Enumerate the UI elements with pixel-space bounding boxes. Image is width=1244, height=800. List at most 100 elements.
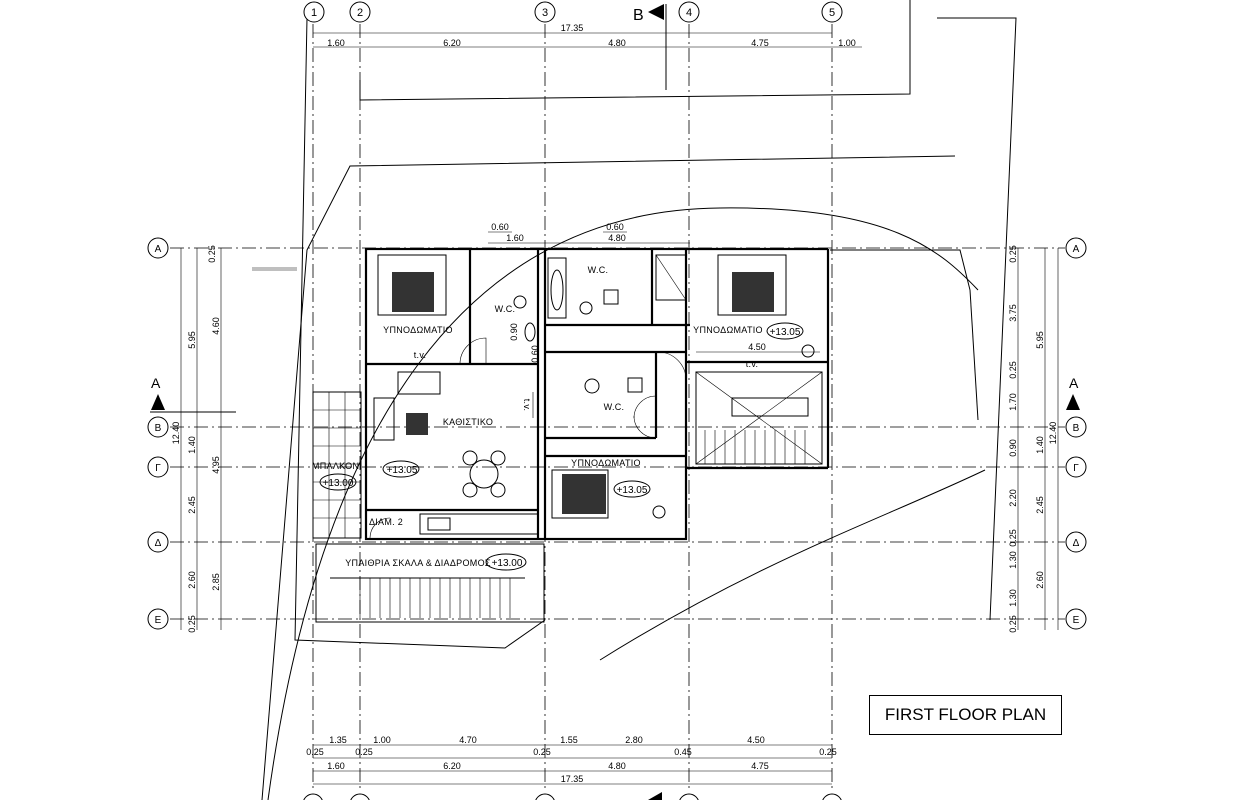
room-stair: ΥΠΑΙΘΡΙΑ ΣΚΑΛΑ & ΔΙΑΔΡΟΜΟΣ bbox=[345, 558, 491, 568]
building-walls bbox=[312, 247, 830, 623]
dim-bot-r3-4: 4.75 bbox=[751, 761, 769, 771]
room-wc-top: W.C. bbox=[588, 265, 609, 275]
dim-int-1: 0.60 bbox=[491, 222, 509, 232]
section-b-label: B bbox=[633, 7, 644, 24]
section-a-right-label: A bbox=[1069, 375, 1079, 391]
room-diam: ΔΙΑΜ. 2 bbox=[369, 517, 403, 527]
top-dimensions: 17.35 1.60 6.20 4.80 4.75 1.00 bbox=[313, 23, 862, 48]
dim-top-4: 4.75 bbox=[751, 38, 769, 48]
dim-bot-overall: 17.35 bbox=[561, 774, 584, 784]
grid-row-d-left: Δ bbox=[155, 538, 162, 549]
dim-top-2: 6.20 bbox=[443, 38, 461, 48]
section-a-left-label: A bbox=[151, 375, 161, 391]
section-marker-a-left: A bbox=[150, 375, 236, 413]
tv-label-right: t.v. bbox=[746, 359, 759, 369]
dim-left-0: 0.25 bbox=[207, 245, 217, 263]
level-living: +13.05 bbox=[387, 465, 418, 476]
room-wc-left: W.C. bbox=[495, 304, 516, 314]
dim-right-in-8: 1.30 bbox=[1008, 589, 1018, 607]
room-wc-mid: W.C. bbox=[604, 402, 625, 412]
level-markers: +13.05 +13.05 +13.00 +13.05 +13.00 bbox=[319, 322, 804, 571]
interior-dimensions: 0.60 1.60 0.60 4.80 0.90 0.60 4.50 bbox=[488, 222, 820, 363]
dim-int-6: 0.60 bbox=[530, 345, 540, 363]
dim-bot-r1-2: 1.00 bbox=[373, 735, 391, 745]
dim-bot-r1-5: 2.80 bbox=[625, 735, 643, 745]
dim-left-3: 1.40 bbox=[187, 436, 197, 454]
level-bedroom-mid: +13.05 bbox=[617, 485, 648, 496]
grid-col-3: 3 bbox=[542, 7, 548, 19]
room-bedroom-mid: ΥΠΝΟΔΩΜΑΤΙΟ bbox=[571, 458, 641, 468]
dim-right-in-9: 0.25 bbox=[1008, 615, 1018, 633]
room-bedroom-left: ΥΠΝΟΔΩΜΑΤΙΟ bbox=[383, 325, 453, 335]
dim-right-out-2: 2.45 bbox=[1035, 496, 1045, 514]
dim-left-2: 5.95 bbox=[187, 331, 197, 349]
dim-left-6: 2.60 bbox=[187, 571, 197, 589]
grid-col-5: 5 bbox=[829, 7, 835, 19]
grid-bubbles-bottom bbox=[303, 792, 842, 800]
dim-int-4: 4.80 bbox=[608, 233, 626, 243]
dim-top-1: 1.60 bbox=[327, 38, 345, 48]
grid-col-1: 1 bbox=[311, 7, 317, 19]
dim-left-4: 4.95 bbox=[211, 456, 221, 474]
level-stair: +13.00 bbox=[492, 558, 523, 569]
grid-row-g-left: Γ bbox=[155, 463, 161, 474]
dim-int-5: 0.90 bbox=[509, 323, 519, 341]
room-living: ΚΑΘΙΣΤΙΚΟ bbox=[443, 417, 493, 427]
tv-label-living: t.v. bbox=[522, 399, 532, 412]
grid-bubbles-left: A B Γ Δ E bbox=[147, 237, 169, 630]
grid-bubbles-right: A B Γ Δ E bbox=[1065, 237, 1087, 630]
bottom-dimensions: 1.35 1.00 4.70 1.55 2.80 4.50 0.25 0.25 … bbox=[306, 735, 837, 785]
grid-col-2: 2 bbox=[357, 7, 363, 19]
grid-col-4: 4 bbox=[686, 7, 692, 19]
level-bedroom-right: +13.05 bbox=[770, 327, 801, 338]
dim-bot-r3-2: 6.20 bbox=[443, 761, 461, 771]
dim-left-9: 12.40 bbox=[171, 422, 181, 445]
dim-left-8: 0.25 bbox=[187, 615, 197, 633]
room-labels: ΥΠΝΟΔΩΜΑΤΙΟ W.C. W.C. ΥΠΝΟΔΩΜΑΤΙΟ W.C. Κ… bbox=[312, 265, 763, 568]
grid-row-b-left: B bbox=[155, 423, 162, 434]
dim-bot-r2-3: 0.25 bbox=[533, 747, 551, 757]
dim-bot-r1-6: 4.50 bbox=[747, 735, 765, 745]
dim-bot-r2-5: 0.25 bbox=[819, 747, 837, 757]
dim-right-out-3: 2.60 bbox=[1035, 571, 1045, 589]
dim-right-out-0: 5.95 bbox=[1035, 331, 1045, 349]
grid-row-g-right: Γ bbox=[1073, 463, 1079, 474]
dim-right-in-5: 2.20 bbox=[1008, 489, 1018, 507]
drawing-title: FIRST FLOOR PLAN bbox=[869, 695, 1062, 735]
dim-top-5: 1.00 bbox=[838, 38, 856, 48]
dim-bot-r3-1: 1.60 bbox=[327, 761, 345, 771]
dim-right-out-4: 12.40 bbox=[1048, 422, 1058, 445]
room-bedroom-right: ΥΠΝΟΔΩΜΑΤΙΟ bbox=[693, 325, 763, 335]
dim-right-in-2: 0.25 bbox=[1008, 361, 1018, 379]
level-balcony: +13.00 bbox=[323, 478, 354, 489]
dim-bot-r1-1: 1.35 bbox=[329, 735, 347, 745]
dim-bot-r1-3: 4.70 bbox=[459, 735, 477, 745]
grid-row-a-right: A bbox=[1073, 244, 1080, 255]
grid-row-d-right: Δ bbox=[1073, 538, 1080, 549]
dim-left-5: 2.45 bbox=[187, 496, 197, 514]
tv-label-left: t.v. bbox=[414, 350, 427, 360]
right-dimensions: 0.25 3.75 0.25 1.70 0.90 2.20 0.25 1.30 … bbox=[1008, 245, 1059, 633]
dim-right-in-6: 0.25 bbox=[1008, 529, 1018, 547]
dim-bot-r1-4: 1.55 bbox=[560, 735, 578, 745]
dim-bot-r2-2: 0.25 bbox=[355, 747, 373, 757]
dim-bot-r2-1: 0.25 bbox=[306, 747, 324, 757]
dim-int-3: 0.60 bbox=[606, 222, 624, 232]
grid-bubbles-top: 1 2 3 4 5 bbox=[303, 1, 843, 23]
section-marker-a-right: A bbox=[1066, 375, 1080, 410]
dim-right-out-1: 1.40 bbox=[1035, 436, 1045, 454]
room-balcony: ΜΠΑΛΚΟΝΙ bbox=[312, 461, 362, 471]
furniture bbox=[313, 254, 823, 618]
left-dimensions: 0.25 4.60 5.95 1.40 4.95 2.45 2.60 2.85 … bbox=[171, 245, 222, 633]
dim-top-3: 4.80 bbox=[608, 38, 626, 48]
grid-row-a-left: A bbox=[155, 244, 162, 255]
grid-row-e-left: E bbox=[155, 615, 162, 626]
dim-bot-r3-3: 4.80 bbox=[608, 761, 626, 771]
dim-left-1: 4.60 bbox=[211, 317, 221, 335]
dim-top-overall: 17.35 bbox=[561, 23, 584, 33]
dim-right-in-4: 0.90 bbox=[1008, 439, 1018, 457]
grid-row-b-right: B bbox=[1073, 423, 1080, 434]
dim-int-7: 4.50 bbox=[748, 342, 766, 352]
dim-right-in-0: 0.25 bbox=[1008, 245, 1018, 263]
